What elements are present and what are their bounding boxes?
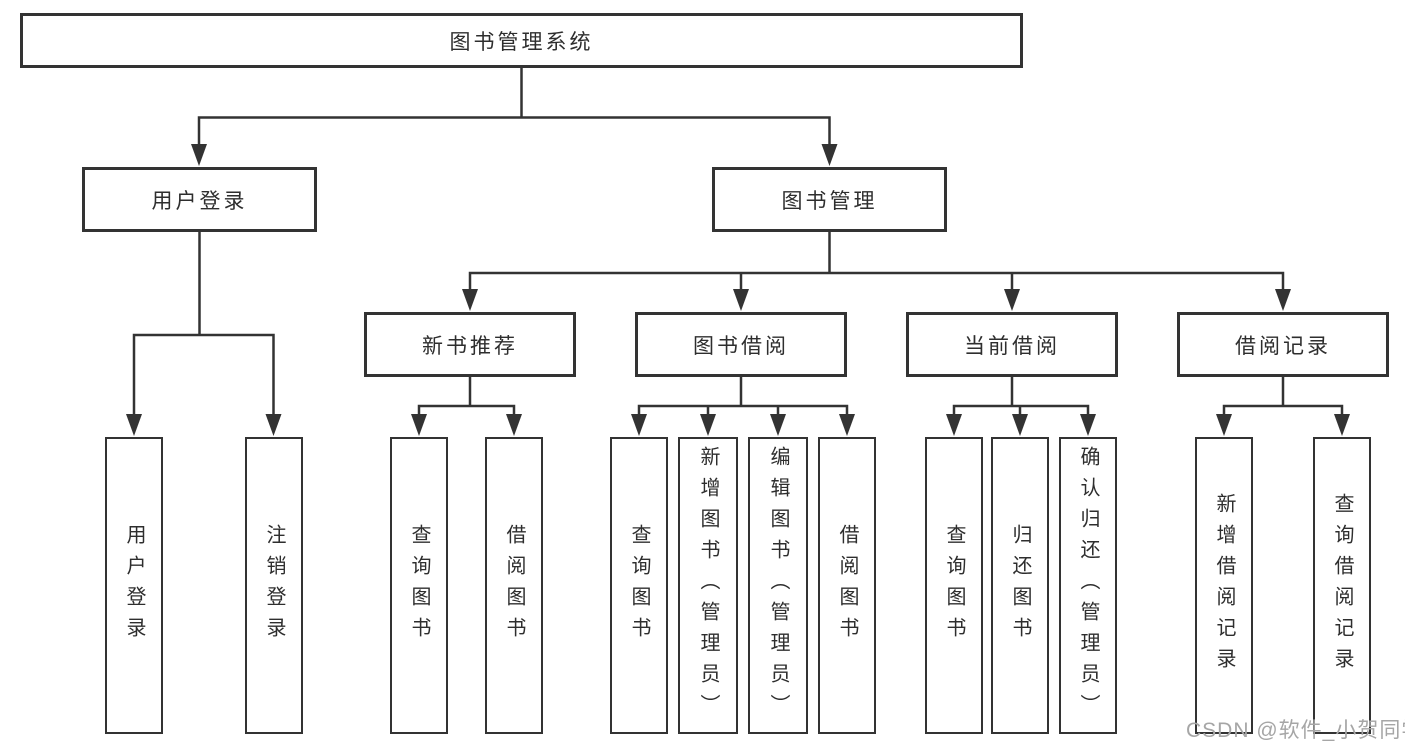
leaf-confirm-return-admin: 确认归还（管理员）	[1059, 437, 1117, 734]
leaf-borrow-books-1-label: 借阅图书	[503, 523, 525, 648]
node-new-book-recommendation: 新书推荐	[364, 312, 576, 377]
leaf-user-login-label: 用户登录	[123, 523, 145, 648]
leaf-add-borrow-record: 新增借阅记录	[1195, 437, 1253, 734]
leaf-search-books-2: 查询图书	[610, 437, 668, 734]
node-borrowing-records: 借阅记录	[1177, 312, 1389, 377]
leaf-borrow-books-1: 借阅图书	[485, 437, 543, 734]
node-book-management: 图书管理	[712, 167, 947, 232]
node-current-borrowing: 当前借阅	[906, 312, 1118, 377]
node-user-login: 用户登录	[82, 167, 317, 232]
leaf-search-books-1-label: 查询图书	[408, 523, 430, 648]
leaf-search-borrow-record: 查询借阅记录	[1313, 437, 1371, 734]
leaf-search-books-1: 查询图书	[390, 437, 448, 734]
leaf-confirm-return-admin-label: 确认归还（管理员）	[1077, 446, 1099, 725]
leaf-add-books-admin: 新增图书（管理员）	[678, 437, 738, 734]
leaf-logout-label: 注销登录	[263, 523, 285, 648]
leaf-search-books-2-label: 查询图书	[628, 523, 650, 648]
leaf-edit-books-admin-label: 编辑图书（管理员）	[767, 446, 789, 725]
leaf-add-borrow-record-label: 新增借阅记录	[1213, 492, 1235, 679]
leaf-return-books-label: 归还图书	[1009, 523, 1031, 648]
leaf-search-borrow-record-label: 查询借阅记录	[1331, 492, 1353, 679]
arrowheads	[126, 144, 1350, 436]
leaf-borrow-books-2-label: 借阅图书	[836, 523, 858, 648]
node-library-management-system: 图书管理系统	[20, 13, 1023, 68]
leaf-edit-books-admin: 编辑图书（管理员）	[748, 437, 808, 734]
leaf-search-books-3: 查询图书	[925, 437, 983, 734]
leaf-return-books: 归还图书	[991, 437, 1049, 734]
leaf-borrow-books-2: 借阅图书	[818, 437, 876, 734]
node-book-borrowing: 图书借阅	[635, 312, 847, 377]
leaf-add-books-admin-label: 新增图书（管理员）	[697, 446, 719, 725]
leaf-logout: 注销登录	[245, 437, 303, 734]
leaf-user-login: 用户登录	[105, 437, 163, 734]
watermark: CSDN @软件_小贺同学	[1186, 719, 1405, 742]
leaf-search-books-3-label: 查询图书	[943, 523, 965, 648]
